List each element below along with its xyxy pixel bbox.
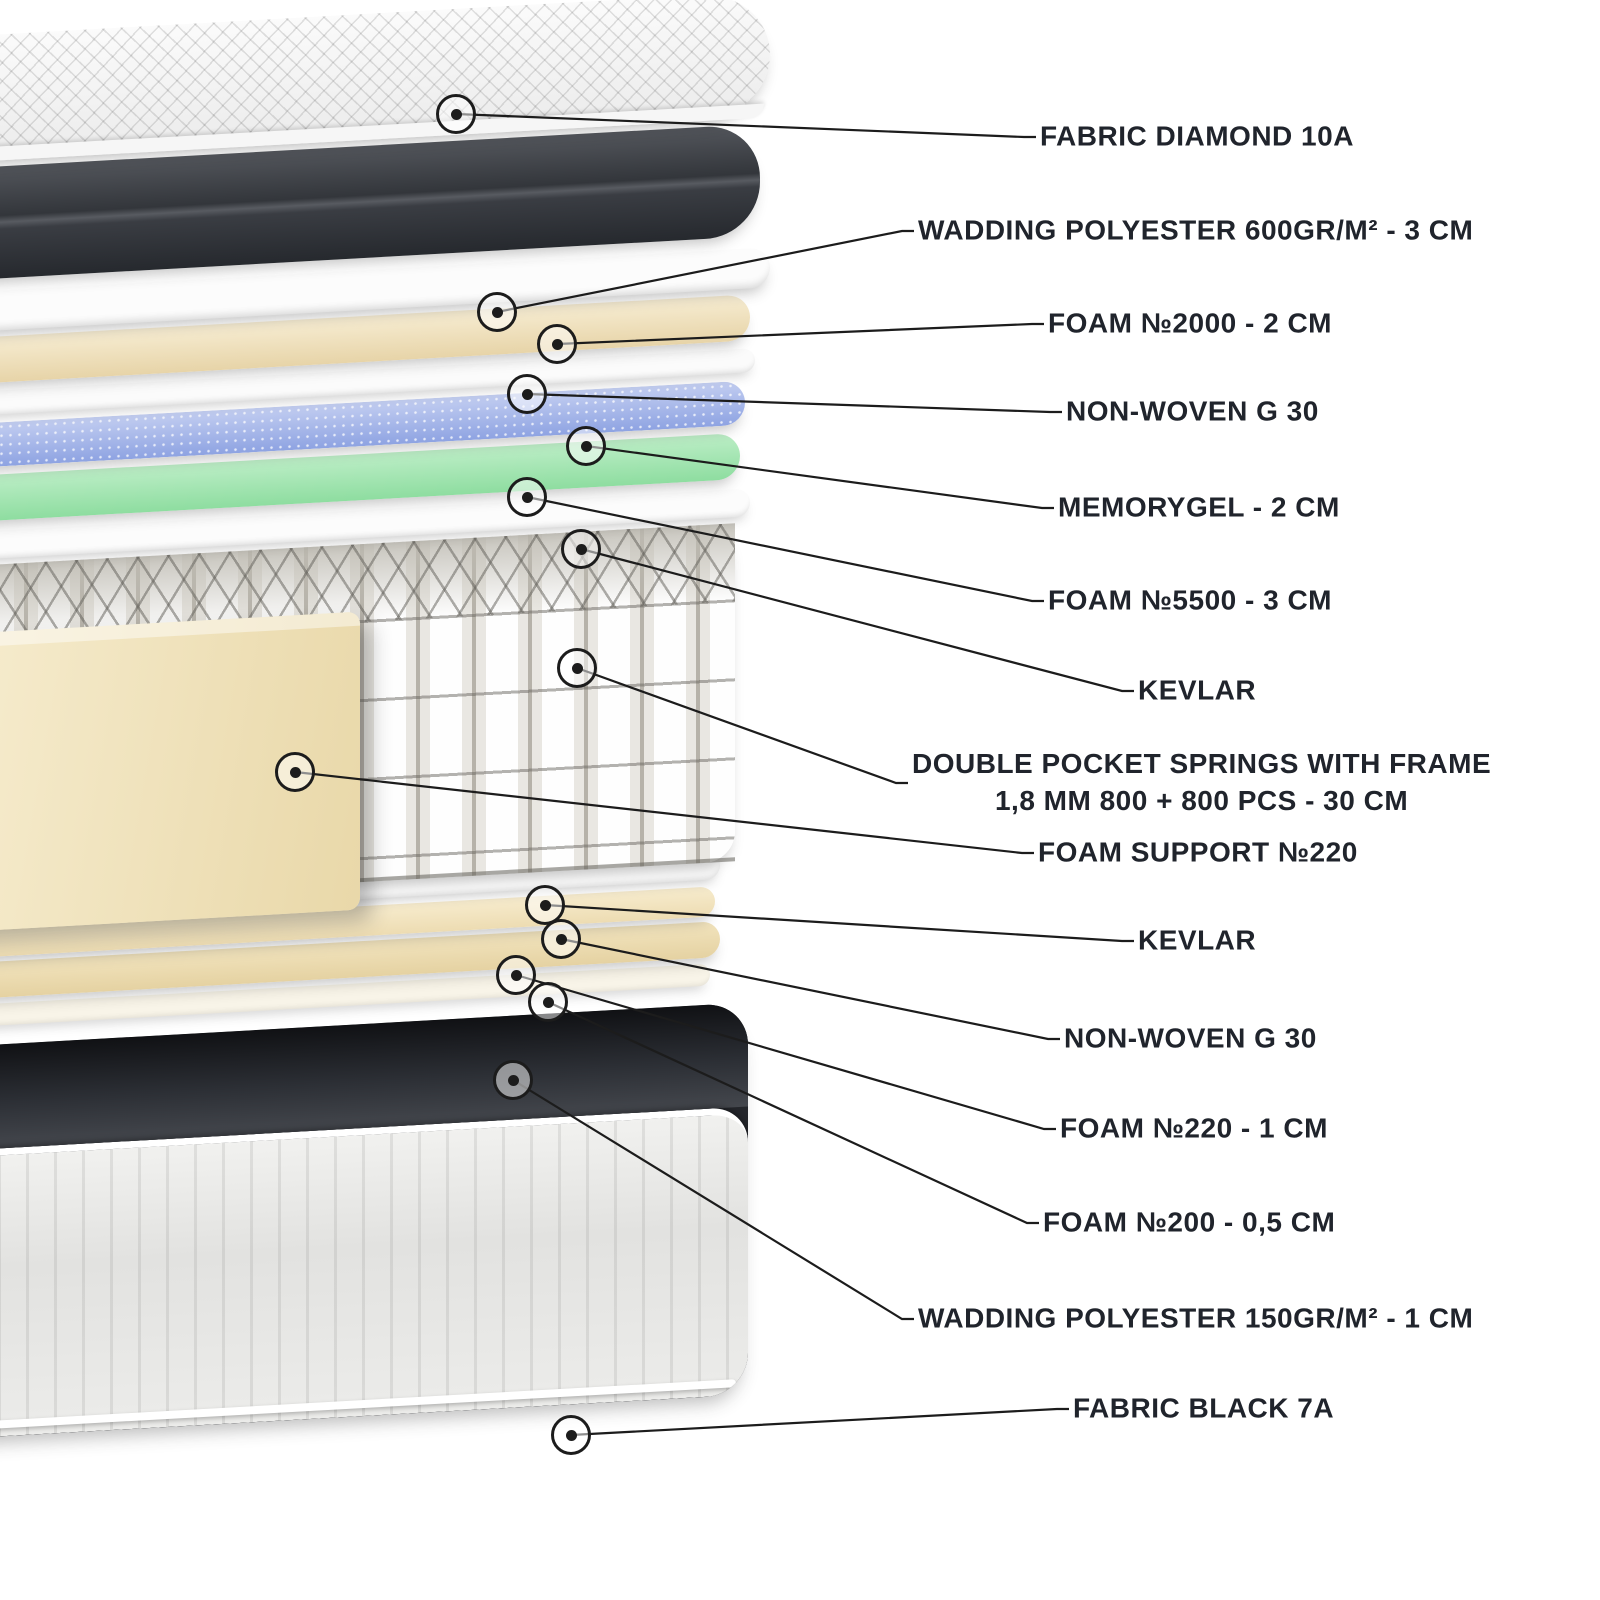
marker-center-icon xyxy=(551,338,563,350)
marker-center-icon xyxy=(507,1074,519,1086)
callout-marker xyxy=(496,955,536,995)
callout-label: WADDING POLYESTER 150GR/M² - 1 CM xyxy=(918,1301,1473,1338)
callout-label: WADDING POLYESTER 600GR/M² - 3 CM xyxy=(918,213,1473,250)
callout-label: FOAM №5500 - 3 CM xyxy=(1048,583,1332,620)
callout-label: MEMORYGEL - 2 CM xyxy=(1058,490,1340,527)
marker-center-icon xyxy=(565,1429,577,1441)
callout-label: FOAM №2000 - 2 CM xyxy=(1048,306,1332,343)
callout-marker xyxy=(561,529,601,569)
callout-label-line1: FOAM №5500 - 3 CM xyxy=(1048,584,1332,616)
callout-marker xyxy=(566,426,606,466)
callout-label: FOAM SUPPORT №220 xyxy=(1038,835,1358,872)
marker-center-icon xyxy=(580,440,592,452)
layer-mattress-base xyxy=(0,1002,748,1438)
marker-center-icon xyxy=(542,996,554,1008)
marker-center-icon xyxy=(521,491,533,503)
callout-label-line1: FOAM №2000 - 2 CM xyxy=(1048,307,1332,339)
marker-center-icon xyxy=(555,933,567,945)
marker-center-icon xyxy=(539,899,551,911)
marker-center-icon xyxy=(450,108,462,120)
callout-marker xyxy=(557,648,597,688)
marker-center-icon xyxy=(521,388,533,400)
callout-label-line1: DOUBLE POCKET SPRINGS WITH FRAME xyxy=(912,748,1492,780)
callout-marker xyxy=(477,292,517,332)
callout-label-line1: KEVLAR xyxy=(1138,674,1257,706)
marker-center-icon xyxy=(510,969,522,981)
callout-label: FABRIC BLACK 7A xyxy=(1073,1391,1334,1428)
callout-marker xyxy=(507,477,547,517)
callout-label: NON-WOVEN G 30 xyxy=(1064,1021,1317,1058)
base-front-quilt xyxy=(0,1106,748,1438)
callout-label-line1: FOAM №220 - 1 CM xyxy=(1060,1112,1328,1144)
callout-marker xyxy=(436,94,476,134)
callout-marker xyxy=(528,982,568,1022)
marker-center-icon xyxy=(491,306,503,318)
callout-label-line2: 1,8 MM 800 + 800 PCS - 30 CM xyxy=(994,785,1409,816)
marker-center-icon xyxy=(289,766,301,778)
callout-label-line1: NON-WOVEN G 30 xyxy=(1064,1022,1317,1054)
callout-label: FOAM №200 - 0,5 CM xyxy=(1043,1205,1335,1242)
callout-label-line1: WADDING POLYESTER 150GR/M² - 1 CM xyxy=(918,1302,1474,1334)
callout-label: NON-WOVEN G 30 xyxy=(1066,394,1319,431)
callout-label-line1: MEMORYGEL - 2 CM xyxy=(1058,491,1340,523)
leader-line xyxy=(570,1407,1069,1437)
callout-label: DOUBLE POCKET SPRINGS WITH FRAME 1,8 MM 8… xyxy=(912,746,1491,820)
callout-label: FABRIC DIAMOND 10A xyxy=(1040,119,1354,156)
marker-center-icon xyxy=(575,543,587,555)
callout-label-line1: KEVLAR xyxy=(1138,924,1257,956)
callout-marker xyxy=(551,1415,591,1455)
callout-label-line1: NON-WOVEN G 30 xyxy=(1066,395,1319,427)
callout-marker xyxy=(507,374,547,414)
callout-label-line1: FABRIC BLACK 7A xyxy=(1073,1392,1335,1424)
marker-center-icon xyxy=(571,662,583,674)
callout-marker xyxy=(275,752,315,792)
callout-label-line1: FOAM SUPPORT №220 xyxy=(1038,836,1358,868)
callout-marker xyxy=(537,324,577,364)
callout-label-line1: WADDING POLYESTER 600GR/M² - 3 CM xyxy=(918,214,1474,246)
callout-label-line1: FABRIC DIAMOND 10A xyxy=(1040,120,1354,152)
callout-marker xyxy=(493,1060,533,1100)
callout-label: FOAM №220 - 1 CM xyxy=(1060,1111,1328,1148)
callout-label: KEVLAR xyxy=(1138,923,1256,960)
callout-label-line1: FOAM №200 - 0,5 CM xyxy=(1043,1206,1336,1238)
callout-label: KEVLAR xyxy=(1138,673,1256,710)
callout-marker xyxy=(541,919,581,959)
